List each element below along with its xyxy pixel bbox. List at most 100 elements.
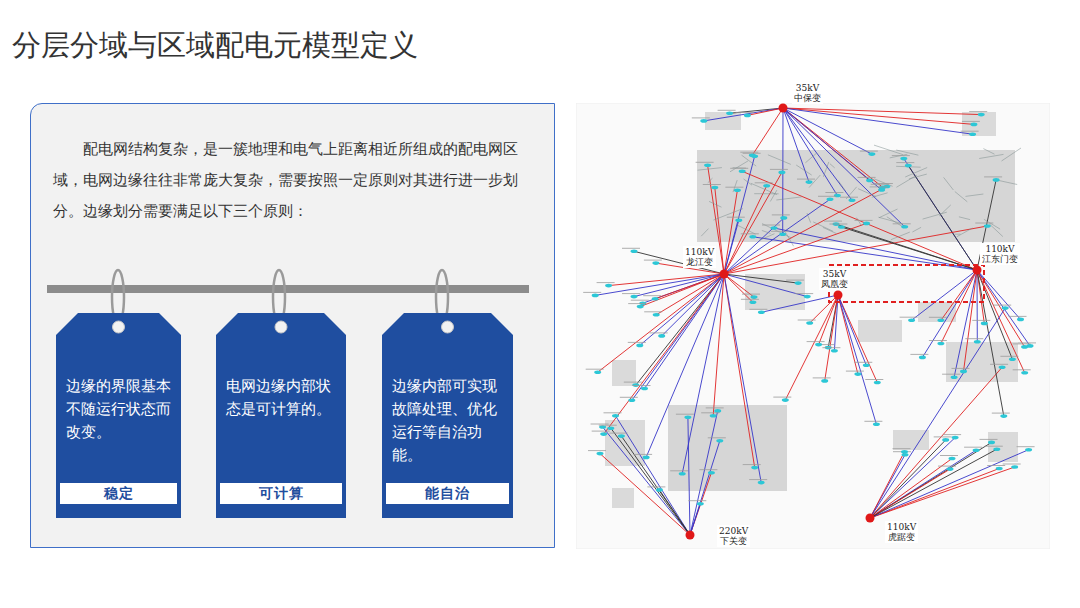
feeder-line: [682, 274, 724, 474]
feeder-node: [831, 349, 838, 353]
feeder-node: [780, 216, 787, 220]
feeder-line: [604, 274, 724, 434]
feeder-tick: [984, 176, 1002, 177]
feeder-node: [806, 180, 813, 184]
network-illustration: [576, 103, 1050, 549]
feeder-node: [749, 153, 756, 157]
feeder-node: [937, 319, 944, 323]
feeder-node: [795, 281, 802, 285]
feeder-node: [653, 313, 660, 317]
feeder-tick: [896, 162, 914, 163]
feeder-node: [863, 222, 870, 226]
feeder-tick: [929, 317, 947, 318]
feeder-tick: [854, 362, 872, 363]
feeder-line: [870, 442, 992, 518]
tag-text: 电网边缘内部状态是可计算的。: [226, 375, 336, 421]
feeder-tick: [822, 347, 840, 348]
feeder-node: [652, 297, 659, 301]
substation-label: 110kV 江东门变: [980, 243, 1020, 265]
feeder-tick: [900, 317, 918, 318]
feeder-node: [988, 441, 995, 445]
cluster-boxes: [605, 112, 1018, 508]
substation-name: 110kV 江东门变: [982, 244, 1018, 264]
feeder-line: [724, 226, 987, 274]
feeder-tick: [786, 280, 804, 281]
feeder-line: [941, 270, 977, 344]
feeder-line: [636, 274, 724, 385]
feeder-node: [978, 113, 985, 117]
feeder-node: [908, 318, 915, 322]
feeder-tick: [892, 155, 910, 156]
substation-label: 110kV 龙江变: [683, 246, 716, 268]
tag-hole: [275, 321, 287, 333]
feeder-node: [981, 322, 988, 326]
feeder-line: [904, 159, 977, 270]
mesh-line: [759, 234, 775, 241]
feeder-line: [621, 436, 690, 535]
feeder-node: [679, 472, 686, 476]
mesh-line: [891, 232, 910, 240]
highlight-box: [829, 265, 984, 302]
feeder-line: [752, 108, 783, 155]
feeder-line: [646, 274, 724, 457]
feeder-node: [993, 447, 1000, 451]
feeder-tick: [631, 300, 649, 301]
feeder-line: [977, 270, 1012, 359]
feeder-line: [870, 308, 1005, 518]
feeder-line: [977, 270, 1004, 416]
feeder-tick: [592, 431, 610, 432]
hanger-rod: [47, 285, 529, 293]
feeder-node: [711, 186, 718, 190]
feeder-tick: [934, 436, 952, 437]
feeder-tick: [701, 412, 719, 413]
feeder-node: [704, 164, 711, 168]
feeder-line: [690, 473, 711, 535]
mesh-line: [805, 153, 816, 163]
feeder-tick: [755, 182, 773, 183]
feeder-tick: [591, 424, 609, 425]
feeder-node: [628, 399, 635, 403]
feeder-line: [595, 274, 724, 295]
feeder-tick: [706, 407, 724, 408]
feeder-tick: [992, 413, 1010, 414]
feeder-line: [783, 108, 981, 115]
feeder-node: [878, 188, 885, 192]
feeder-node: [969, 132, 976, 136]
feeder-line: [690, 504, 700, 535]
feeder-node: [970, 123, 977, 127]
substation-name: 220kV 下关变: [719, 526, 748, 546]
feeder-node: [749, 235, 756, 239]
substation-name: 35kV 中保变: [794, 83, 821, 103]
feeder-tick: [965, 338, 983, 339]
feeder-node: [597, 452, 604, 456]
feeder-line: [870, 467, 1015, 518]
feeder-line: [724, 220, 739, 274]
substation-name: 35kV 凤凰变: [821, 269, 848, 289]
feeder-tick: [624, 382, 642, 383]
principle-tag: 边缘的界限基本不随运行状态而改变。稳定: [56, 313, 181, 518]
feeder-tick: [972, 320, 990, 321]
mesh-line: [887, 217, 904, 228]
feeder-node: [641, 387, 648, 391]
feeder-node: [631, 250, 638, 254]
feeder-tick: [699, 469, 717, 470]
feeder-tick: [718, 110, 736, 111]
mesh-line: [872, 193, 888, 198]
feeder-node: [726, 112, 733, 116]
tag-body: [216, 313, 346, 518]
feeder-tick: [813, 377, 831, 378]
feeder-node: [901, 450, 908, 454]
mesh-line: [966, 194, 984, 196]
mesh-line: [983, 149, 994, 155]
mesh-line: [857, 218, 862, 226]
mesh-line: [701, 229, 708, 237]
feeder-line: [611, 428, 690, 535]
substation-name: 110kV 虎踞变: [887, 522, 916, 542]
feeder-node: [1000, 414, 1007, 418]
feeder-line: [977, 270, 978, 342]
feeder-tick: [650, 332, 668, 333]
mesh-line: [912, 227, 921, 232]
feeder-tick: [969, 111, 987, 112]
feeder-line: [838, 295, 877, 383]
feeder-line: [870, 469, 999, 519]
